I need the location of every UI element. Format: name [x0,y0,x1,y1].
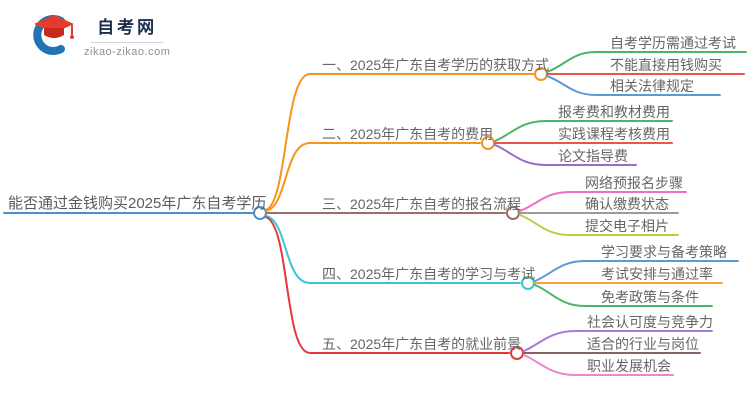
branch-3-child-1-connector [519,191,687,212]
branch-1-child-3-label: 相关法律规定 [610,78,694,94]
branch-4-child-2-label: 考试安排与通过率 [601,266,713,282]
branch-3-child-2-label: 确认缴费状态 [585,196,669,212]
branch-2-child-1-connector [494,120,673,142]
branch-2-child-3-connector [494,144,637,166]
branch-4-child-1-label: 学习要求与备考策略 [601,244,727,260]
site-logo: 自考网 zikao-zikao.com [28,10,170,58]
logo-graduation-cap-icon [33,15,74,55]
branch-5-child-3-connector [523,354,674,376]
branch-5-child-1-connector [523,330,713,352]
branch-5-child-1-label: 社会认可度与竞争力 [587,314,713,330]
branch-1-label: 一、2025年广东自考学历的获取方式 [322,57,550,73]
branch-5-child-2-label: 适合的行业与岗位 [587,336,699,352]
branch-5-connector [265,216,510,354]
branch-2-child-3-label: 论文指导费 [558,148,628,164]
logo-text-block: 自考网 zikao-zikao.com [84,11,170,58]
branch-2-connector [265,142,481,212]
root-node-label: 能否通过金钱购买2025年广东自考学历 [8,195,267,212]
site-url: zikao-zikao.com [84,45,171,58]
branch-2-child-2-label: 实践课程考核费用 [558,126,670,142]
site-name: 自考网 [91,11,164,43]
branch-4-label: 四、2025年广东自考的学习与考试 [322,266,536,282]
branch-1-child-3-connector [546,75,721,96]
branch-4-child-3-label: 免考政策与条件 [601,289,699,305]
branch-1-child-2-label: 不能直接用钱购买 [610,57,722,73]
branch-2-label: 二、2025年广东自考的费用 [322,126,494,142]
branch-4-child-3-connector [534,284,713,307]
branch-4-child-1-connector [534,260,739,282]
branch-2-child-1-label: 报考费和教材费用 [558,104,670,120]
branch-3-child-3-connector [519,214,679,236]
branch-1-child-1-label: 自考学历需通过考试 [610,35,736,51]
branch-3-label: 三、2025年广东自考的报名流程 [322,196,522,212]
branch-4-connector [265,215,521,284]
branch-1-connector [265,73,535,211]
branch-5-child-3-label: 职业发展机会 [587,358,671,374]
branch-1-child-1-connector [546,51,747,73]
branch-3-child-3-label: 提交电子相片 [585,218,669,234]
branch-5-label: 五、2025年广东自考的就业前景 [322,336,522,352]
branch-3-child-1-label: 网络预报名步骤 [585,175,683,191]
